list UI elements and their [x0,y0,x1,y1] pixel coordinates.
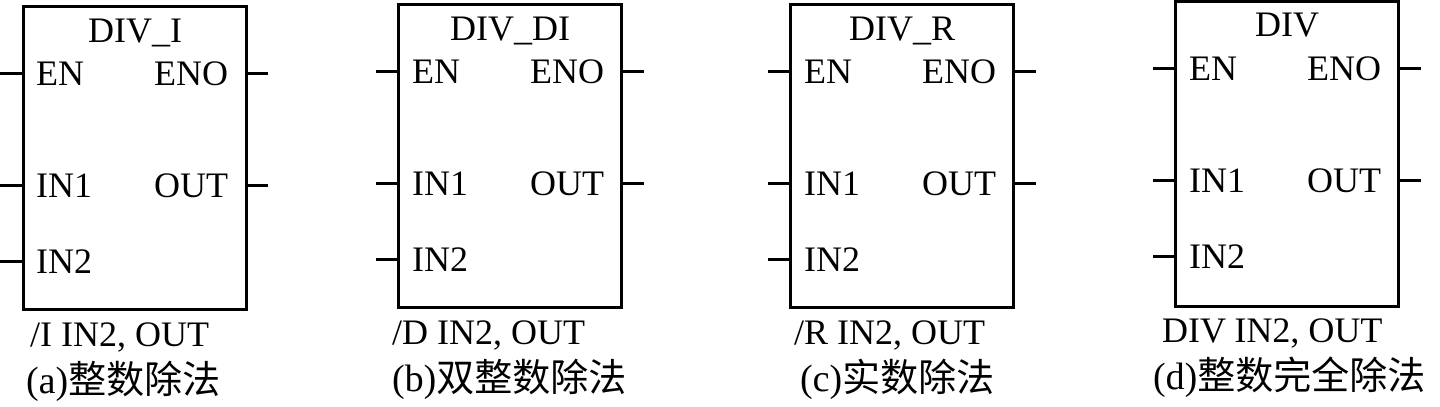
div-i-instruction: /I IN2, OUT [30,314,209,354]
div-i-en-wire [0,72,22,75]
div-caption: (d)整数完全除法 [1153,356,1426,398]
div-title: DIV [1255,4,1319,44]
div-i-eno-wire [248,72,268,75]
div-r-eno-wire [1015,70,1036,73]
div-r-in2-wire [768,258,789,261]
div-r-in2-label: IN2 [804,239,860,279]
div-en-label: EN [1189,48,1237,88]
div-r-title: DIV_R [849,8,955,48]
div-instruction: DIV IN2, OUT [1162,310,1383,350]
div-r-instruction: /R IN2, OUT [794,312,985,352]
div-r-in1-label: IN1 [804,163,860,203]
div-r-out-wire [1015,182,1036,185]
div-i-in1-wire [0,184,22,187]
div-di-eno-label: ENO [530,51,604,91]
div-box [1174,0,1400,308]
div-di-in2-wire [376,258,397,261]
div-r-out-label: OUT [922,163,996,203]
div-r-box [789,3,1015,309]
div-r-en-label: EN [804,51,852,91]
div-i-caption: (a)整数除法 [26,360,221,402]
div-in1-wire [1153,179,1174,182]
div-en-wire [1153,67,1174,70]
div-in2-wire [1153,255,1174,258]
div-di-in2-label: IN2 [412,239,468,279]
div-i-eno-label: ENO [154,53,228,93]
div-out-wire [1400,179,1421,182]
div-i-en-label: EN [36,53,84,93]
div-eno-label: ENO [1307,48,1381,88]
div-di-box [397,3,623,309]
div-i-in1-label: IN1 [36,165,92,205]
div-i-in2-label: IN2 [36,241,92,281]
div-di-en-label: EN [412,51,460,91]
div-r-in1-wire [768,182,789,185]
div-i-out-label: OUT [154,165,228,205]
div-r-caption: (c)实数除法 [800,358,995,400]
div-in1-label: IN1 [1189,160,1245,200]
div-di-eno-wire [623,70,644,73]
div-di-out-label: OUT [530,163,604,203]
div-di-in1-wire [376,182,397,185]
div-in2-label: IN2 [1189,236,1245,276]
div-r-en-wire [768,70,789,73]
div-di-caption: (b)双整数除法 [392,358,627,400]
div-di-instruction: /D IN2, OUT [392,312,585,352]
div-out-label: OUT [1307,160,1381,200]
div-i-in2-wire [0,260,22,263]
div-eno-wire [1400,67,1421,70]
div-di-en-wire [376,70,397,73]
div-i-title: DIV_I [88,10,182,50]
div-i-out-wire [248,184,268,187]
div-r-eno-label: ENO [922,51,996,91]
div-di-in1-label: IN1 [412,163,468,203]
div-i-box [22,5,248,311]
div-di-title: DIV_DI [450,8,570,48]
div-di-out-wire [623,182,644,185]
